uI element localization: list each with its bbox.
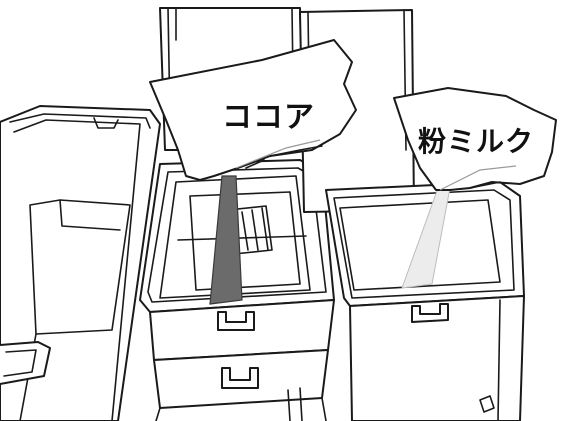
- cocoa-powder-stream: [209, 175, 243, 305]
- left-bin: [0, 105, 161, 421]
- right-bin: [299, 9, 525, 421]
- milk-bag: [393, 87, 557, 191]
- cocoa-label: ココア: [222, 100, 315, 135]
- powdered-milk-label: 粉ミルク: [418, 125, 535, 158]
- cocoa-bag: [149, 39, 357, 181]
